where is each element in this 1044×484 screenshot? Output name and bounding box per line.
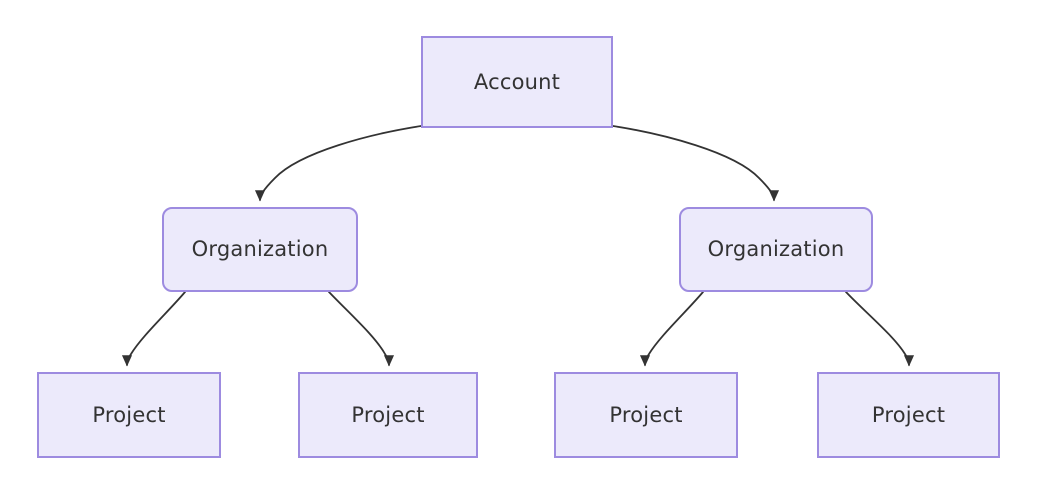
edge-org-left-project-1 (121, 291, 186, 367)
edge-org-right-project-4 (845, 291, 915, 367)
node-project-4[interactable]: Project (817, 372, 1000, 458)
edge-account-org-right (612, 125, 780, 202)
node-account[interactable]: Account (421, 36, 613, 128)
node-organization-left-label: Organization (191, 237, 329, 261)
edge-org-left-project-2 (328, 291, 395, 367)
node-project-3-label: Project (609, 402, 683, 427)
node-project-3[interactable]: Project (554, 372, 738, 458)
node-organization-right[interactable]: Organization (679, 207, 873, 292)
node-project-1-label: Project (92, 402, 166, 427)
node-organization-right-label: Organization (707, 237, 845, 261)
node-project-4-label: Project (871, 402, 946, 427)
node-organization-left[interactable]: Organization (162, 207, 358, 292)
node-project-1[interactable]: Project (37, 372, 221, 458)
edge-account-org-left (254, 125, 422, 202)
node-account-label: Account (473, 69, 561, 94)
node-project-2[interactable]: Project (298, 372, 478, 458)
node-project-2-label: Project (351, 402, 425, 427)
edge-org-right-project-3 (639, 291, 704, 367)
